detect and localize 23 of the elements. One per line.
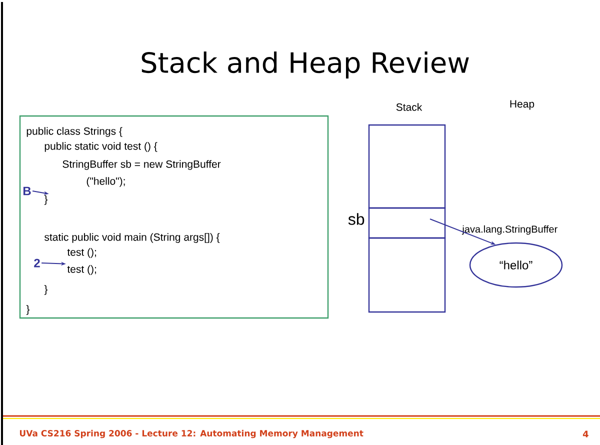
pointer-label: 2: [34, 258, 40, 268]
stack-cell: [368, 237, 446, 313]
column-heading: Heap: [510, 100, 534, 110]
code-line: }: [44, 195, 48, 205]
code-box: [19, 115, 329, 319]
stack-cell: [368, 124, 446, 209]
footer-text: UVa CS216 Spring 2006 - Lecture 12: Automating Memory Management: [20, 430, 364, 438]
slide-title: Stack and Heap Review: [142, 51, 469, 79]
code-line: test ();: [67, 248, 96, 258]
code-line: public class Strings {: [26, 127, 122, 137]
code-line: ("hello");: [86, 177, 125, 187]
code-line: static public void main (String args[]) {: [44, 233, 220, 243]
pointer-label: B: [23, 186, 31, 196]
page-number: 4: [582, 430, 588, 438]
code-line: }: [26, 305, 30, 315]
heap-object: “hello”: [469, 242, 563, 288]
column-heading: Stack: [396, 103, 422, 111]
variable-name: sb: [348, 213, 364, 225]
code-line: test ();: [67, 265, 96, 275]
code-line: StringBuffer sb = new StringBuffer: [62, 160, 221, 170]
code-line: public static void test () {: [44, 142, 158, 152]
code-line: }: [44, 285, 48, 295]
type-label: java.lang.StringBuffer: [462, 225, 558, 235]
